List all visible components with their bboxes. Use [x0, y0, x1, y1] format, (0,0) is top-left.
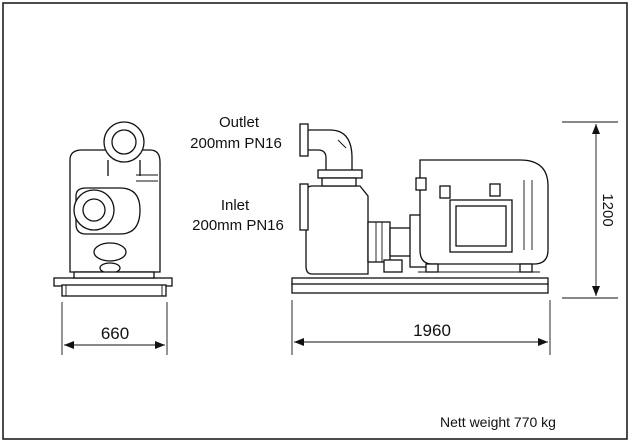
- outlet-title: Outlet: [219, 114, 260, 131]
- side-view-pump: [291, 123, 549, 294]
- length-dimension: [291, 300, 551, 355]
- length-dimension-label: 1960: [413, 321, 451, 340]
- width-dimension-label: 660: [101, 324, 129, 343]
- front-view-pump: [53, 121, 173, 297]
- height-dimension-label: 1200: [599, 193, 616, 226]
- outlet-spec: 200mm PN16: [190, 135, 282, 152]
- nett-weight-label: Nett weight 770 kg: [440, 414, 556, 430]
- width-dimension: [61, 302, 168, 355]
- height-dimension: [562, 121, 618, 299]
- inlet-spec: 200mm PN16: [192, 217, 284, 234]
- inlet-title: Inlet: [221, 197, 250, 214]
